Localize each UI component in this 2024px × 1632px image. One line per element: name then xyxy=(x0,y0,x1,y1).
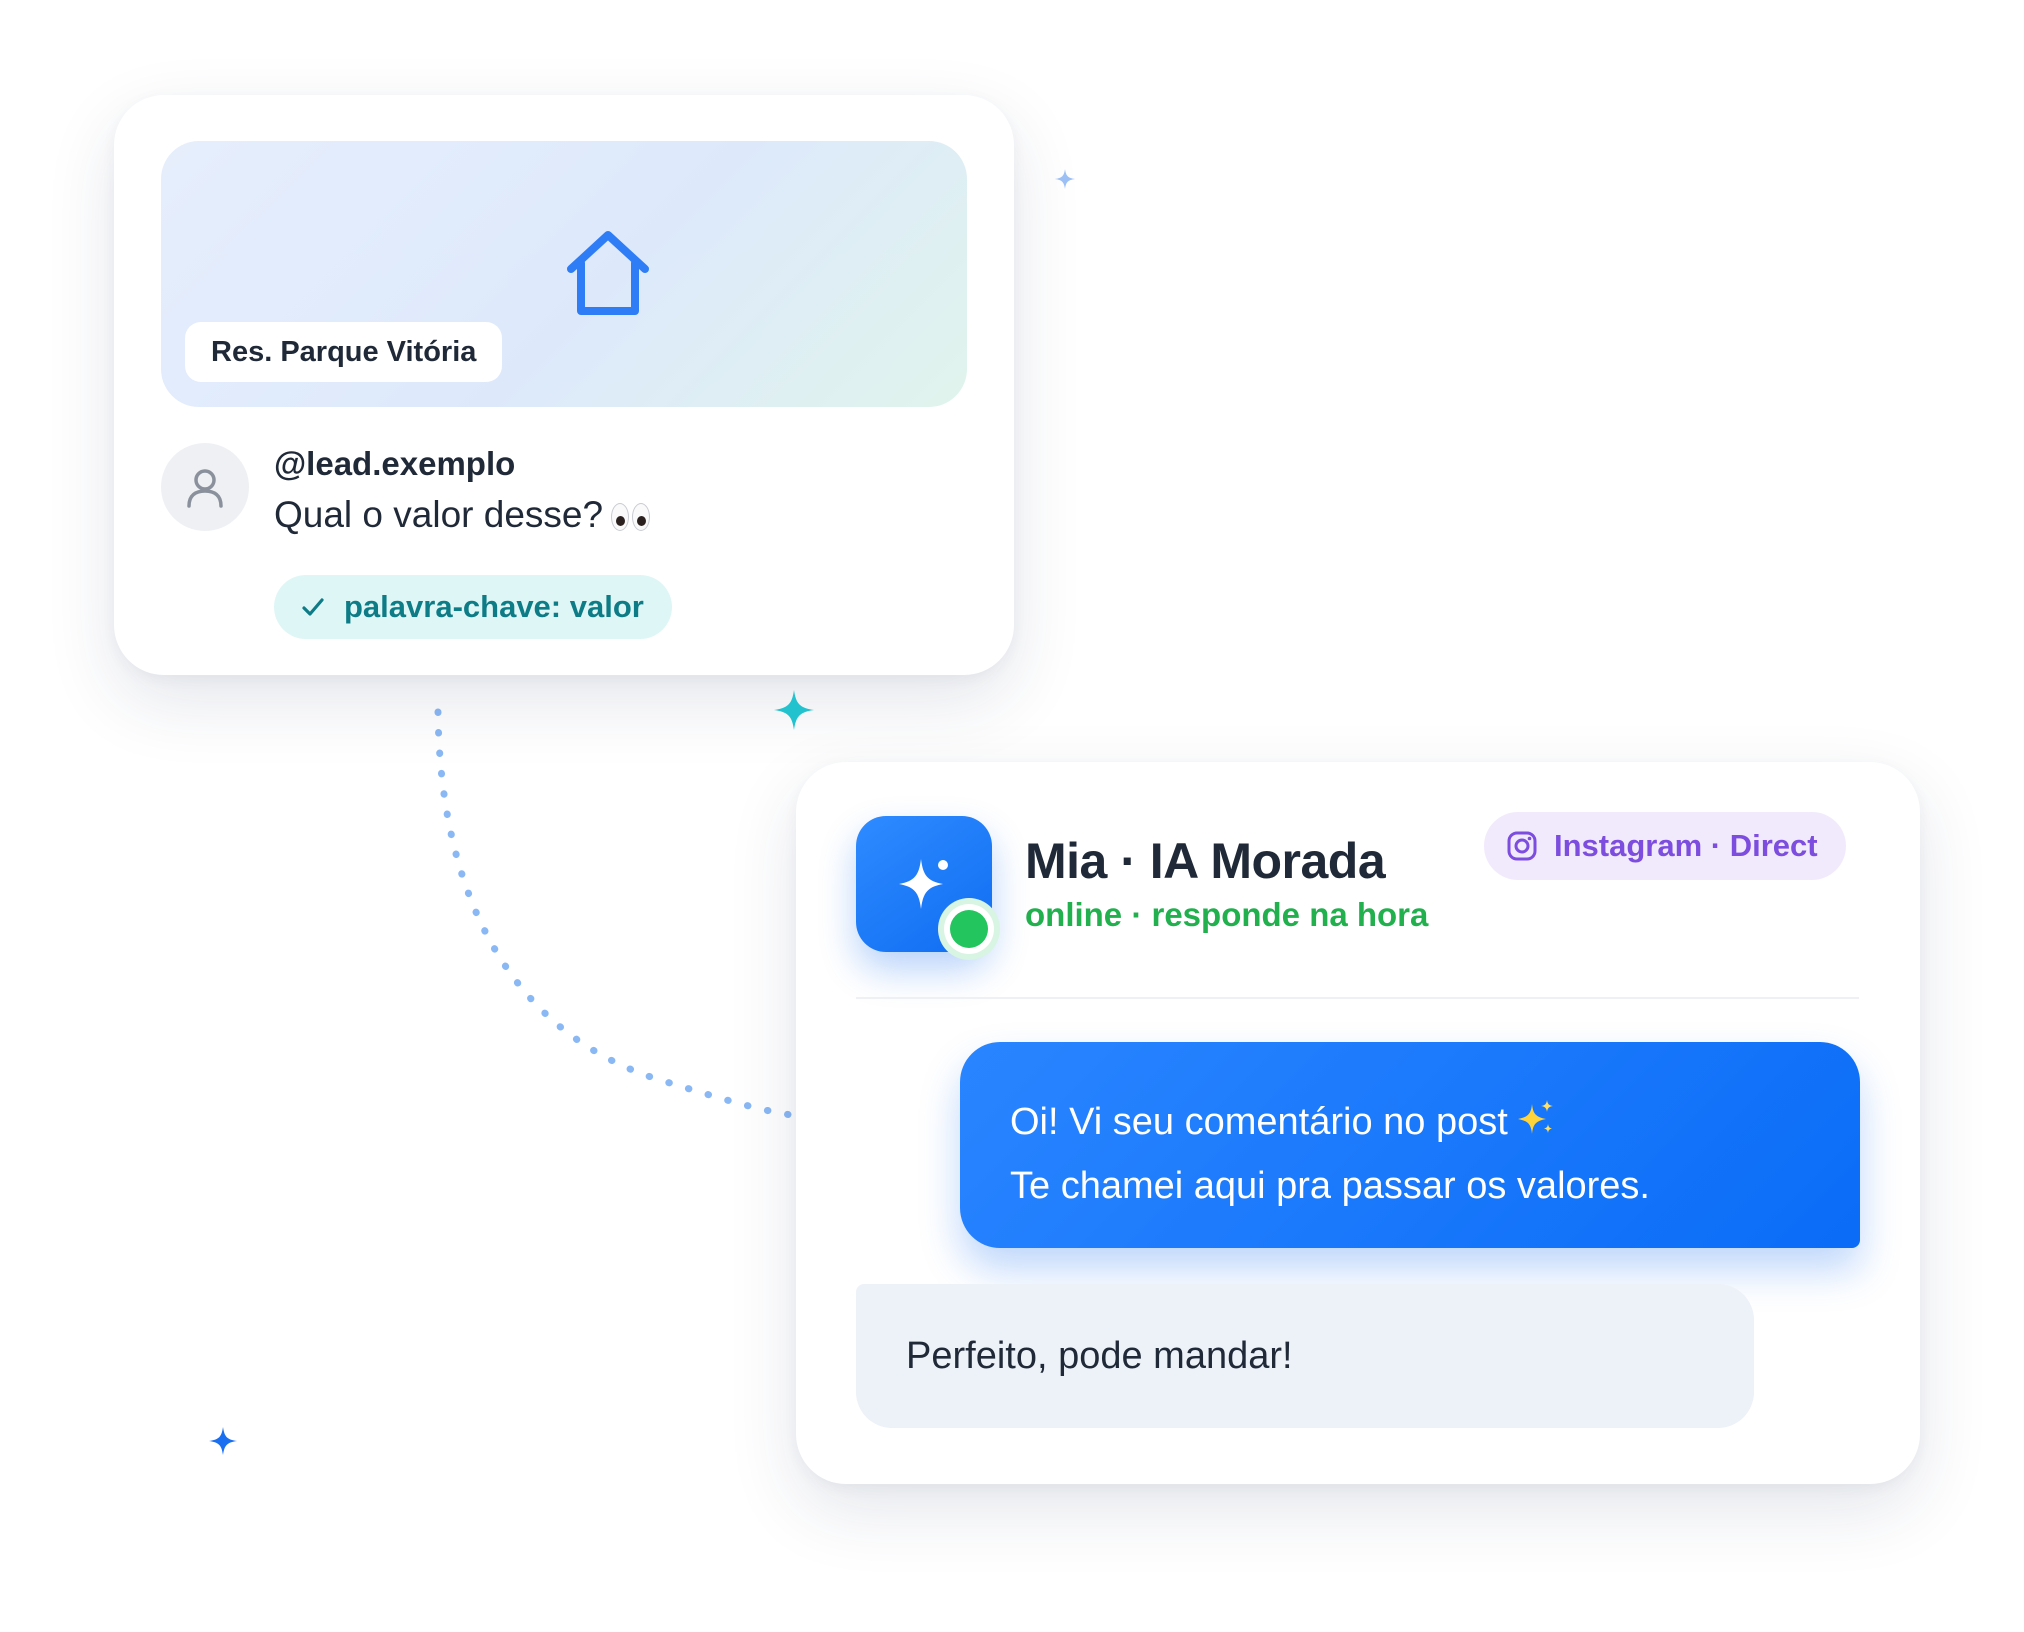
incoming-message-bubble: Perfeito, pode mandar! xyxy=(856,1284,1754,1428)
eyes-emoji-icon xyxy=(611,503,651,532)
teal-sparkle-icon xyxy=(774,690,814,730)
bot-name: Mia · IA Morada xyxy=(1025,833,1386,889)
sparkle-icon xyxy=(899,859,948,909)
commenter-username[interactable]: @lead.exemplo xyxy=(274,445,516,482)
outgoing-message-line: Oi! Vi seu comentário no post xyxy=(1010,1090,1810,1154)
keyword-label: palavra-chave: valor xyxy=(344,589,644,624)
keyword-match-badge: palavra-chave: valor xyxy=(274,575,672,639)
property-name-label: Res. Parque Vitória xyxy=(185,322,503,382)
house-icon xyxy=(567,231,649,315)
comment-row: Qual o valor desse? xyxy=(274,494,651,536)
bot-status: online · responde na hora xyxy=(1025,896,1429,933)
check-icon xyxy=(302,598,324,616)
user-icon xyxy=(187,469,223,508)
outgoing-message-bubble: Oi! Vi seu comentário no post Te chamei … xyxy=(960,1042,1860,1248)
channel-label: Instagram · Direct xyxy=(1554,828,1818,863)
direct-chat-card: Mia · IA Morada online · responde na hor… xyxy=(796,762,1920,1484)
post-image: Res. Parque Vitória xyxy=(161,141,967,407)
outgoing-message-text-2: Te chamei aqui pra passar os valores. xyxy=(1010,1165,1650,1207)
blue-sparkle-icon xyxy=(209,1427,237,1455)
post-comment-card: Res. Parque Vitória @lead.exemplo Qual o… xyxy=(114,95,1014,675)
sparkles-emoji-icon xyxy=(1517,1100,1553,1134)
avatar[interactable] xyxy=(161,443,249,531)
instagram-icon xyxy=(1507,831,1537,861)
online-status-icon xyxy=(938,898,1000,960)
header-divider xyxy=(856,997,1859,999)
comment-text: Qual o valor desse? xyxy=(274,494,604,535)
channel-badge: Instagram · Direct xyxy=(1484,812,1846,880)
incoming-message-text: Perfeito, pode mandar! xyxy=(906,1334,1293,1377)
small-sparkle-icon xyxy=(1055,169,1075,189)
outgoing-message-text-1: Oi! Vi seu comentário no post xyxy=(1010,1101,1508,1143)
